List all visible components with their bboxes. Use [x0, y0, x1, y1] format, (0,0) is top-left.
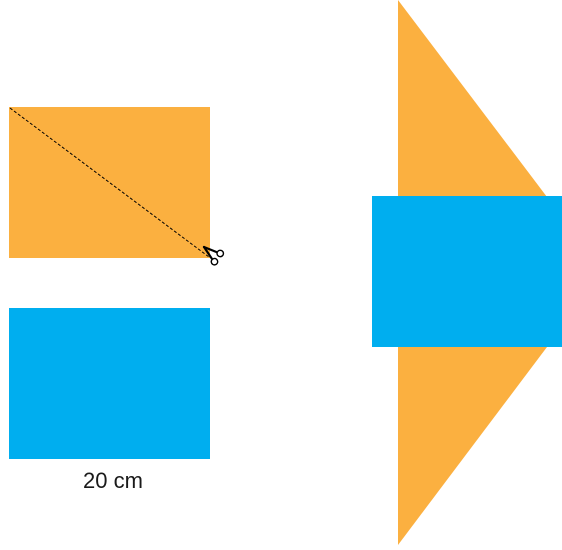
- assembled-shape-group: [372, 0, 562, 545]
- orange-rectangle-group: [9, 107, 210, 258]
- scissors-icon: [202, 245, 225, 266]
- top-orange-triangle: [398, 0, 547, 197]
- width-dimension-label: 20 cm: [83, 468, 143, 493]
- diagonal-cut-line: [9, 107, 210, 258]
- blue-rectangle: [9, 308, 210, 459]
- center-blue-rectangle: [372, 196, 562, 347]
- bottom-orange-triangle: [398, 347, 547, 545]
